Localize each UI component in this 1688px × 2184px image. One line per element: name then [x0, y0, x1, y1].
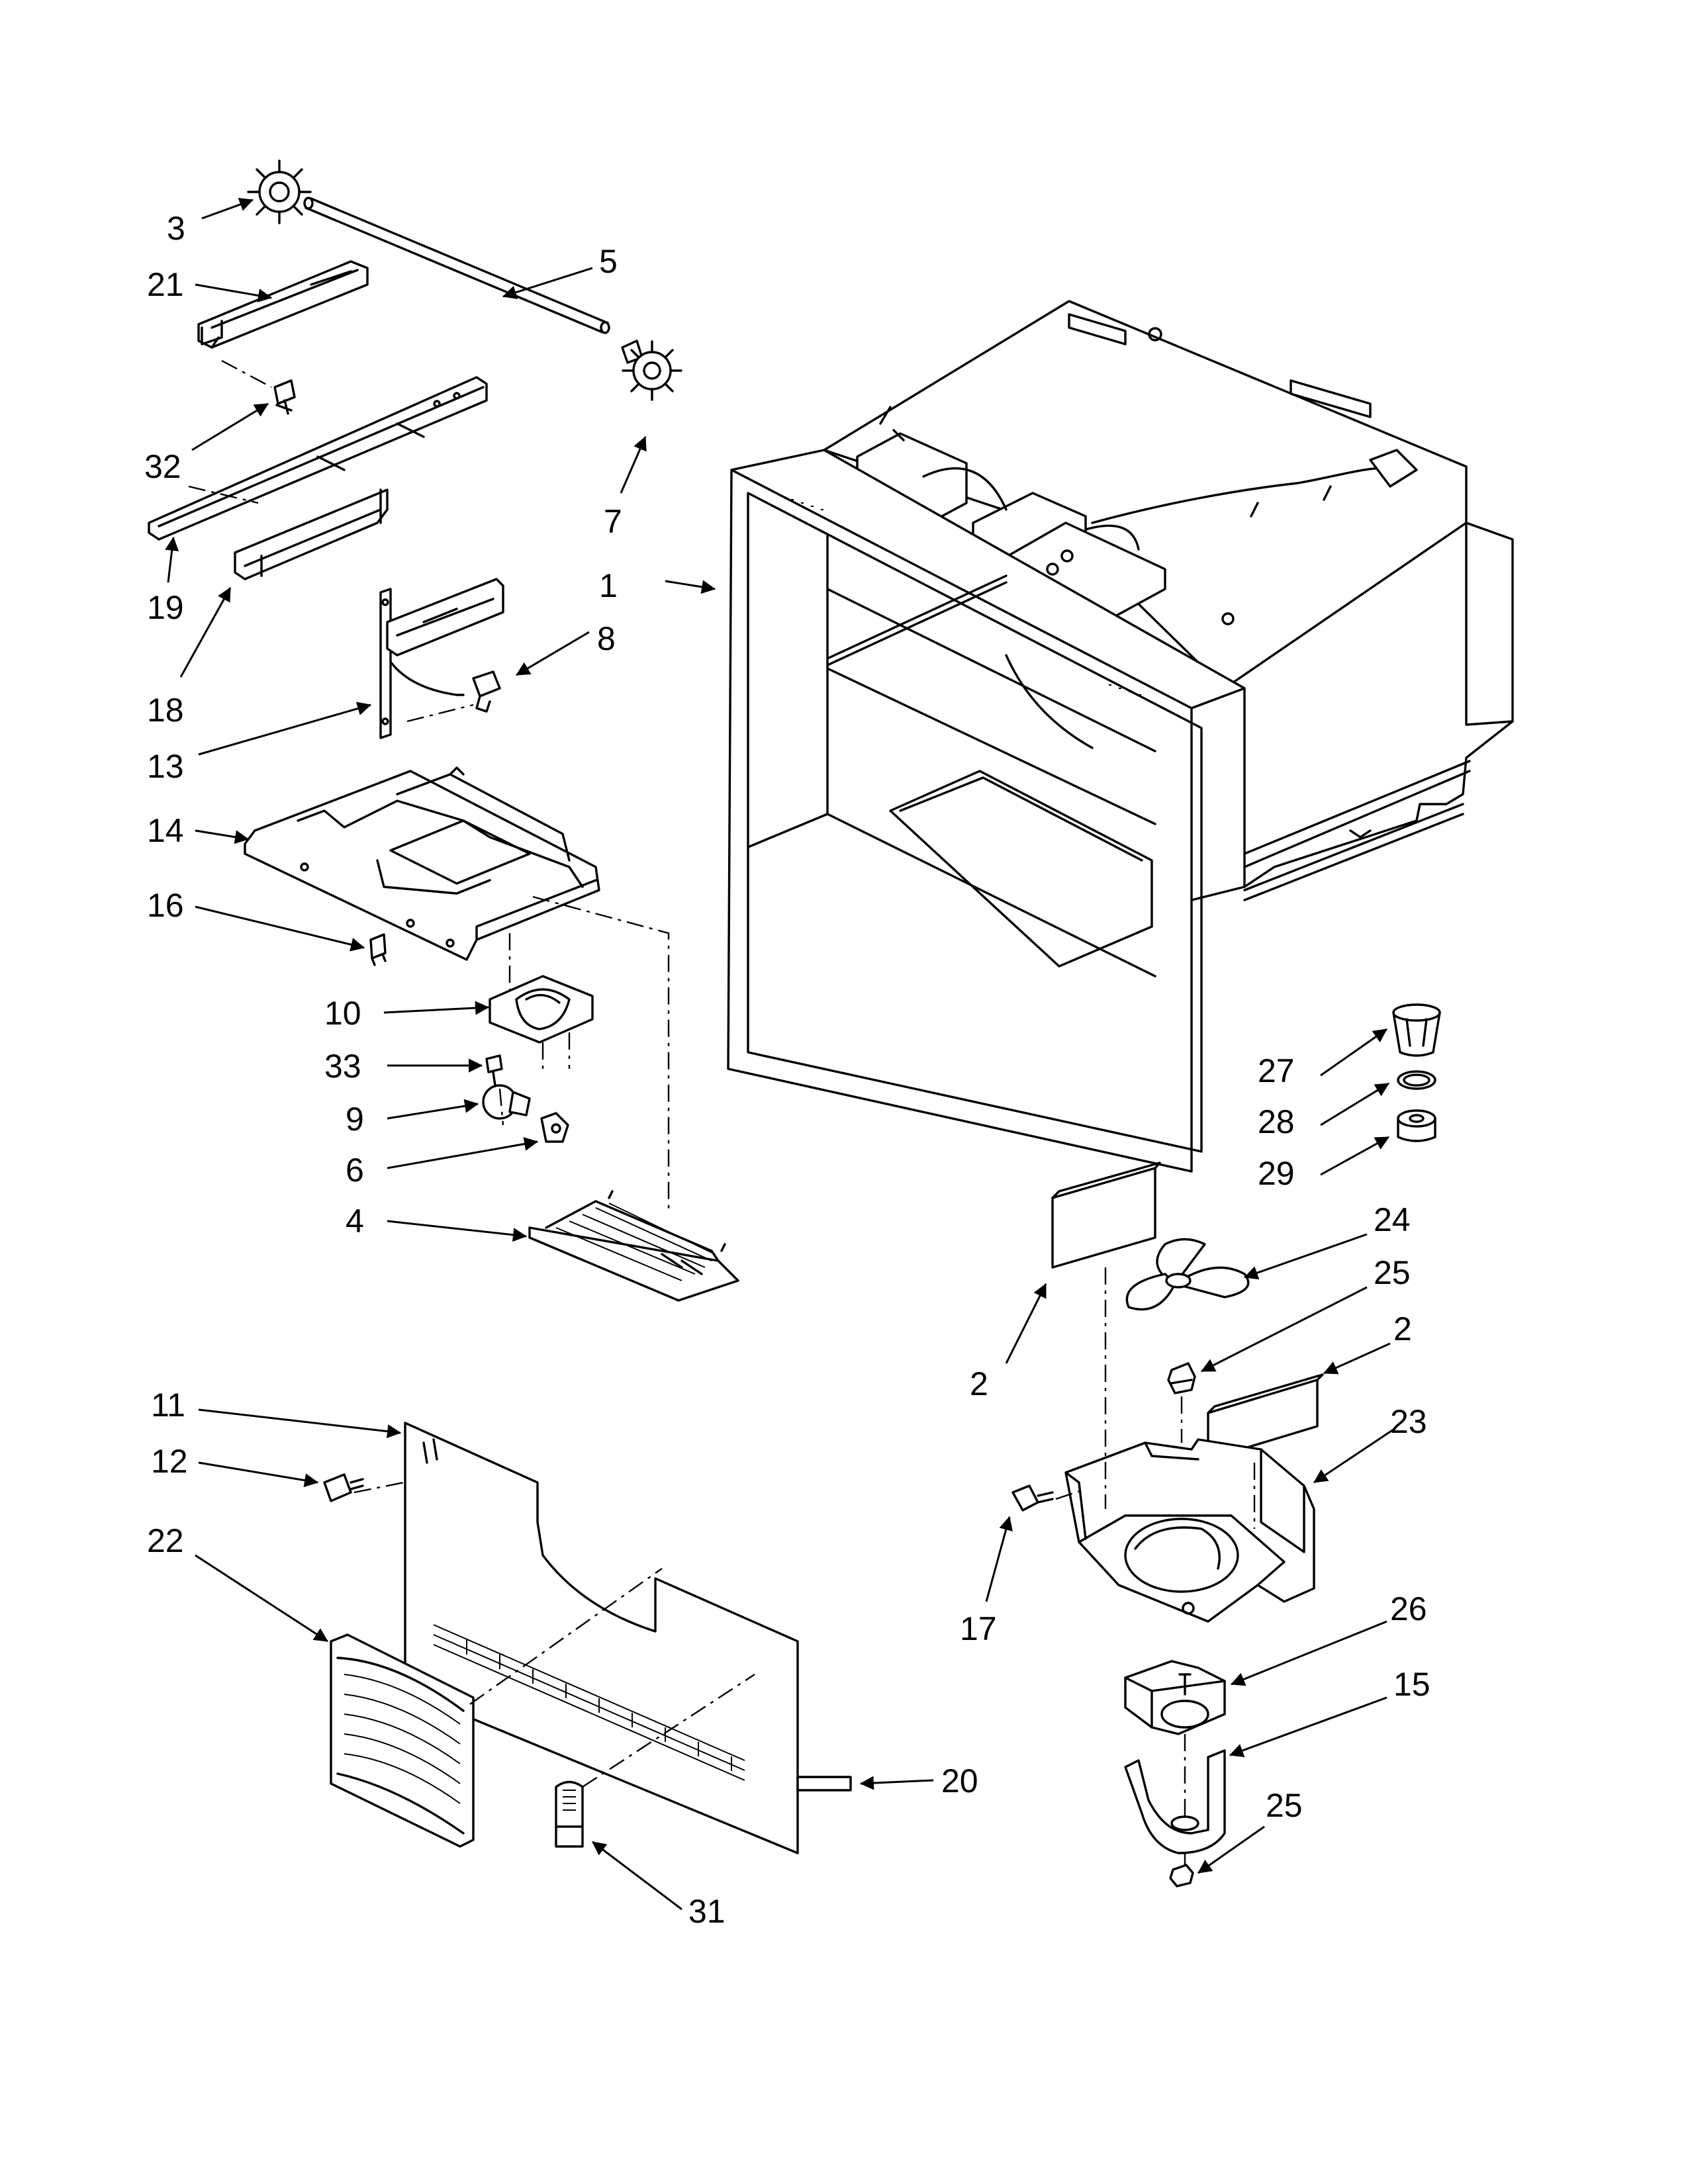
callout-5: 5: [599, 243, 618, 280]
callout-25-upper: 25: [1374, 1254, 1411, 1291]
callout-1: 1: [599, 567, 618, 604]
part-6-socket: [540, 1112, 569, 1143]
part-5-shaft: [303, 197, 610, 334]
part-8-screw: [472, 670, 501, 713]
callout-11: 11: [151, 1387, 185, 1424]
part-22-grille: [330, 1633, 475, 1848]
callout-33: 33: [324, 1048, 361, 1085]
part-12-screw: [323, 1473, 364, 1502]
part-3-gear: [247, 159, 312, 224]
callout-12: 12: [151, 1443, 188, 1480]
part-18-bracket: [234, 488, 389, 580]
part-10-light-housing: [489, 975, 594, 1044]
part-7-gear: [621, 340, 682, 401]
part-31-sensor: [555, 1780, 584, 1848]
callout-16: 16: [147, 887, 184, 924]
callout-6: 6: [346, 1152, 364, 1189]
part-4-grille: [528, 1190, 739, 1302]
callout-27: 27: [1258, 1052, 1295, 1089]
part-13-bracket: [379, 578, 504, 739]
callout-9: 9: [346, 1101, 364, 1138]
callout-17: 17: [960, 1610, 997, 1647]
callout-24: 24: [1374, 1201, 1411, 1238]
callout-31: 31: [688, 1893, 726, 1930]
leader-lines: [165, 197, 1394, 1911]
part-21-bracket: [197, 260, 369, 349]
part-20-strip: [796, 1776, 852, 1792]
part-32-screw: [273, 379, 296, 415]
part-2-foam-block-left: [1051, 1161, 1161, 1269]
part-9-light-bulb: [482, 1084, 531, 1120]
part-33-screw: [485, 1054, 503, 1087]
callout-21: 21: [147, 266, 184, 303]
part-15-motor-bracket: [1124, 1749, 1226, 1854]
callout-25-lower: 25: [1266, 1787, 1303, 1824]
part-17-screw: [1011, 1484, 1054, 1512]
part-25-nut-upper: [1167, 1362, 1196, 1394]
callout-15: 15: [1393, 1666, 1430, 1703]
callout-8: 8: [597, 620, 616, 657]
callout-4: 4: [346, 1203, 364, 1240]
callout-26: 26: [1390, 1590, 1427, 1627]
callout-labels: 3 21 5 32 7 19 1 8 18 13 14 16 10 33 9 6…: [144, 210, 1430, 1930]
assembly-lines: [188, 359, 1256, 1866]
callout-3: 3: [167, 210, 185, 247]
part-28-ring: [1397, 1070, 1436, 1090]
part-29-bushing: [1397, 1109, 1436, 1142]
part-16-switch: [369, 933, 387, 966]
callout-10: 10: [324, 995, 361, 1032]
callout-23: 23: [1390, 1403, 1427, 1440]
callout-14: 14: [147, 812, 184, 849]
callout-18: 18: [147, 692, 184, 729]
callout-32: 32: [144, 448, 181, 485]
callout-7: 7: [604, 503, 622, 540]
part-11-panel: [404, 1422, 799, 1854]
callout-29: 29: [1258, 1155, 1295, 1192]
part-26-motor: [1124, 1660, 1226, 1735]
callout-19: 19: [147, 589, 184, 626]
callout-13: 13: [147, 748, 184, 785]
callout-2-right: 2: [1393, 1310, 1412, 1347]
part-23-fan-shroud: [1064, 1438, 1315, 1623]
part-25-nut-lower: [1169, 1864, 1194, 1888]
part-14-housing: [244, 766, 600, 961]
part-24-fan-blade: [1125, 1238, 1250, 1311]
callout-2-left: 2: [970, 1365, 988, 1402]
callout-28: 28: [1258, 1103, 1295, 1140]
callout-22: 22: [147, 1522, 184, 1559]
callout-20: 20: [941, 1762, 978, 1799]
part-27-cap: [1392, 1003, 1441, 1057]
part-19-rail: [148, 376, 488, 541]
part-1-freezer-liner: [727, 300, 1514, 1173]
